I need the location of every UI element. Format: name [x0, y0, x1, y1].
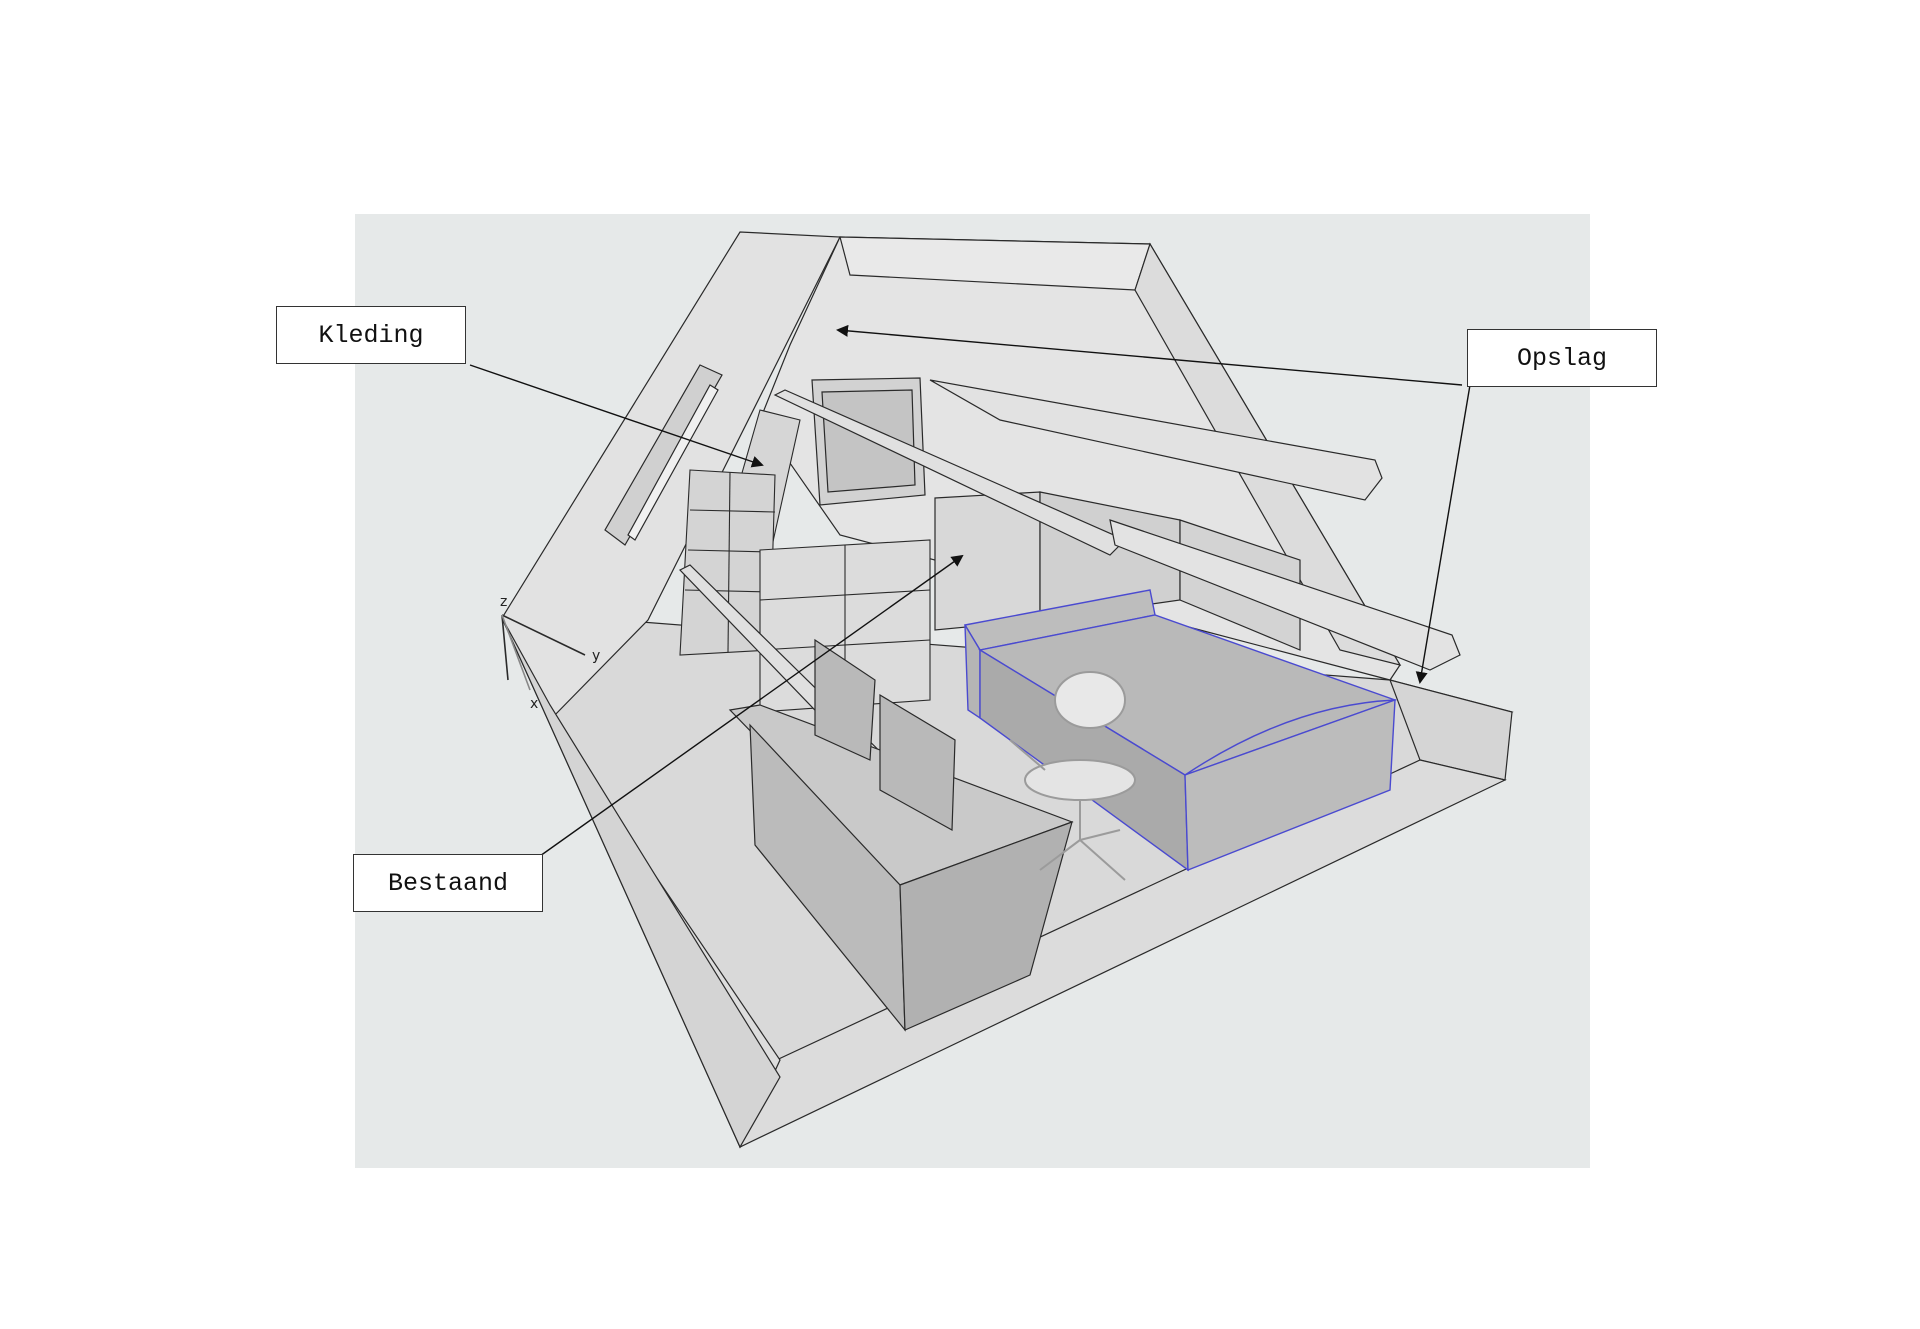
- leader-opslag-right: [1415, 384, 1471, 684]
- label-opslag: Opslag: [1467, 329, 1657, 387]
- skylight: [604, 364, 723, 546]
- monitors: [814, 638, 956, 832]
- leader-bestaand: [539, 554, 964, 857]
- axis-label-x: x: [530, 696, 539, 712]
- leader-opslag-top: [836, 324, 1463, 386]
- label-bestaand: Bestaand: [353, 854, 543, 912]
- axis-triad-icon: [501, 614, 586, 691]
- leader-lines: [469, 324, 1471, 857]
- label-kleding: Kleding: [276, 306, 466, 364]
- axis-label-z: z: [500, 594, 508, 610]
- office-chair: [1009, 671, 1136, 881]
- axis-label-y: y: [592, 648, 601, 664]
- bed: [963, 589, 1398, 872]
- leader-kleding: [469, 364, 764, 468]
